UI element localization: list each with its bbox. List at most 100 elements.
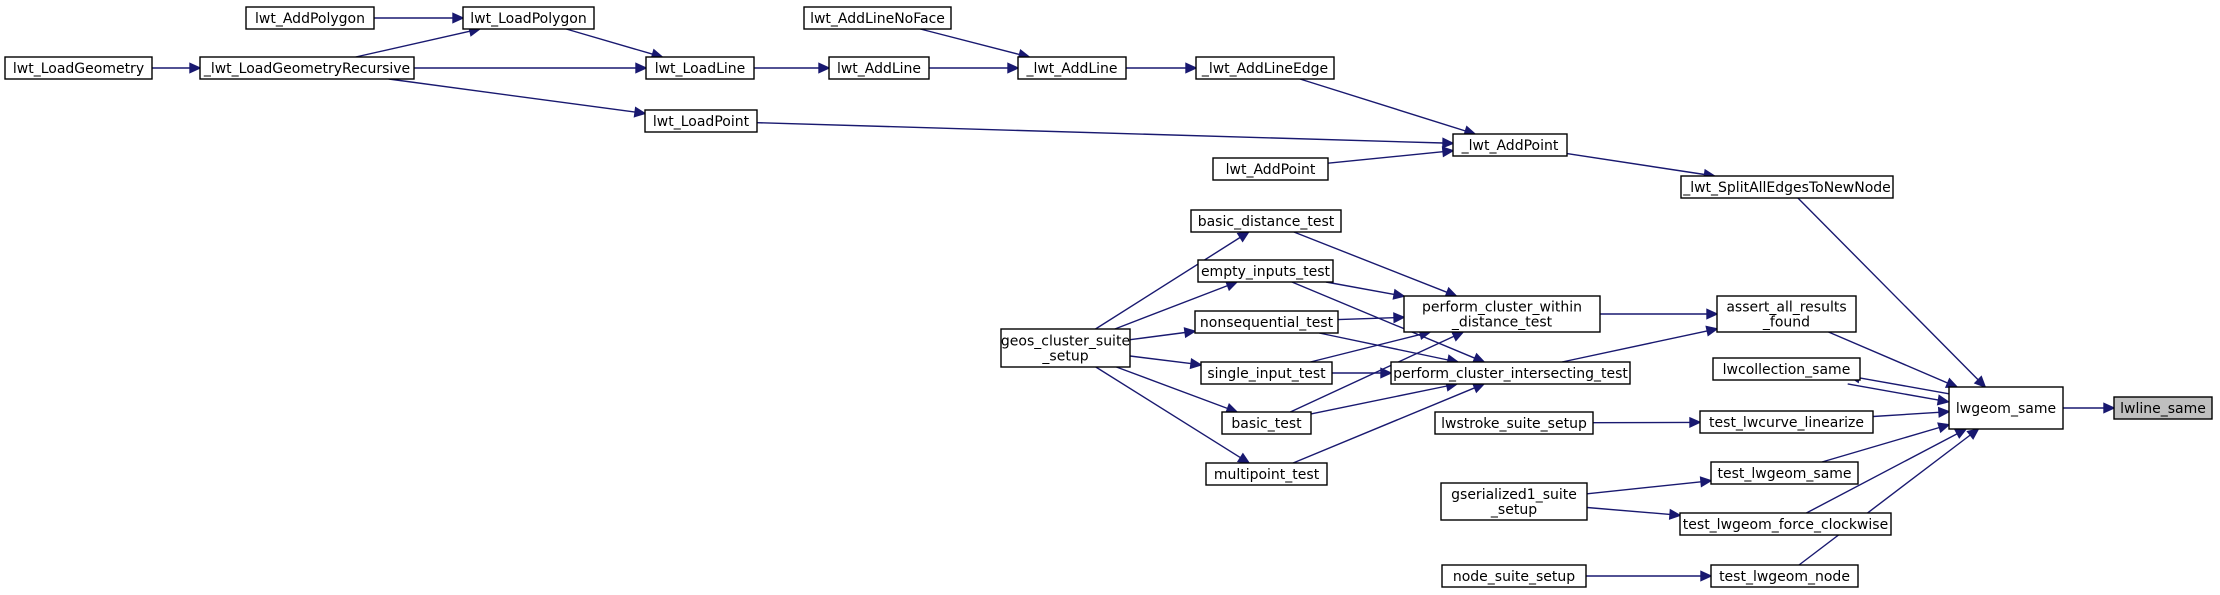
node-label: lwt_AddLineNoFace [810,11,945,27]
edges-layer [152,12,2116,582]
node-lwline-same[interactable]: lwline_same [2113,396,2213,420]
node-single-input-test[interactable]: single_input_test [1200,361,1333,385]
node-test-lwgeom-force-clockwise[interactable]: test_lwgeom_force_clockwise [1679,512,1892,536]
node-label: basic_test [1231,416,1302,432]
node-box [1403,295,1601,333]
edge-arrowhead [1973,375,1987,389]
node-lwcollection-same[interactable]: lwcollection_same [1712,357,1861,381]
node-label: multipoint_test [1214,467,1320,483]
edge-line [1847,383,1939,401]
node-box [1441,564,1587,588]
edge-arrowhead [1699,476,1713,488]
edge-arrowhead [1393,312,1406,324]
edge-lwt-loadgeometryrecursive-to-lwt-loadpoint [388,78,647,118]
edge-geos-cluster-suite-setup-to-single-input-test [1129,355,1203,370]
edge-lwt-loadpoint-to-lwt-addpoint-internal [756,122,1455,149]
edge-line [1095,366,1241,459]
edge-line [920,28,1020,56]
node-lwt-addline[interactable]: lwt_AddLine [828,56,930,80]
node-lwt-addpolygon[interactable]: lwt_AddPolygon [245,6,375,30]
edge-test-lwcurve-linearize-to-lwgeom-same [1872,406,1951,418]
node-lwt-addpoint[interactable]: lwt_AddPoint [1212,157,1329,181]
node-lwt-loadgeometry[interactable]: lwt_LoadGeometry [4,56,153,80]
edge-line [1798,434,1971,566]
edge-line [1806,433,1958,514]
node-gserialized1-suite-setup[interactable]: gserialized1_suite_setup [1440,482,1588,521]
node-lwt-addpoint-internal[interactable]: _lwt_AddPoint [1452,133,1568,157]
node-lwt-addlineedge[interactable]: _lwt_AddLineEdge [1195,56,1335,80]
node-label: lwt_LoadLine [655,61,746,77]
edge-nonsequential-test-to-perform-cluster-within-distance-test [1337,312,1406,324]
node-box [1948,386,2064,430]
node-test-lwgeom-node[interactable]: test_lwgeom_node [1710,564,1859,588]
edge-lwt-addpolygon-to-lwt-loadpolygon [374,12,465,24]
node-lwt-loadpoint[interactable]: lwt_LoadPoint [644,109,758,133]
edge-line [1327,151,1444,164]
node-multipoint-test[interactable]: multipoint_test [1205,462,1328,486]
edge-lwt-loadgeometryrecursive-to-lwt-loadpolygon [355,25,482,58]
node-box [1205,462,1328,486]
node-lwt-loadpolygon[interactable]: lwt_LoadPolygon [462,6,595,30]
node-lwt-loadline[interactable]: lwt_LoadLine [645,56,755,80]
edge-lwt-addpoint-internal-to-lwt-splitalledgestonewnode [1566,152,1717,180]
node-box [199,56,415,80]
nodes-layer: lwline_same lwgeom_same lwcollection_same _… [4,6,2213,588]
node-test-lwcurve-linearize[interactable]: test_lwcurve_linearize [1699,410,1874,434]
node-box [1017,56,1127,80]
node-lwgeom-same[interactable]: lwgeom_same [1948,386,2064,430]
edge-line [388,78,636,113]
edge-arrowhead [1380,367,1393,379]
node-nonsequential-test[interactable]: nonsequential_test [1194,310,1339,334]
edge-gserialized1-suite-setup-to-test-lwgeom-force-clockwise [1586,506,1682,520]
node-label: lwline_same [2120,401,2206,417]
edge-arrowhead [1185,62,1198,74]
edge-gserialized1-suite-setup-to-test-lwgeom-same [1586,476,1713,495]
node-lwt-loadgeometryrecursive[interactable]: _lwt_LoadGeometryRecursive [199,56,415,80]
node-box [2113,396,2213,420]
edge-line [1129,355,1192,365]
edge-arrowhead [1007,62,1020,74]
node-box [1712,357,1861,381]
edge-test-lwgeom-same-to-lwgeom-same [1821,422,1951,463]
node-label: lwt_LoadPoint [653,114,750,130]
node-empty-inputs-test[interactable]: empty_inputs_test [1197,259,1334,283]
edge-test-lwgeom-node-to-lwgeom-same [1798,427,1980,566]
node-basic-test[interactable]: basic_test [1221,411,1312,435]
node-geos-cluster-suite-setup[interactable]: geos_cluster_suite_setup [1000,328,1131,368]
edge-arrowhead [1183,327,1197,339]
edge-line [1129,331,1186,341]
node-assert-all-results-found[interactable]: assert_all_results_found [1716,295,1857,333]
node-basic-distance-test[interactable]: basic_distance_test [1190,209,1342,233]
edge-arrowhead [1936,394,1950,406]
edge-arrowhead [1705,325,1719,337]
edge-arrowhead [189,62,202,74]
edge-lwgeom-same-to-lwline-same [2063,402,2116,414]
node-lwt-splitalledgestonewnode[interactable]: _lwt_SplitAllEdgesToNewNode [1680,175,1894,199]
edge-arrowhead [1668,508,1682,520]
edge-arrowhead [1472,352,1486,364]
edge-line [1872,411,1940,418]
node-label: node_suite_setup [1453,569,1575,585]
node-test-lwgeom-same[interactable]: test_lwgeom_same [1710,461,1859,485]
node-label: perform_cluster_intersecting_test [1393,366,1628,382]
node-node-suite-setup[interactable]: node_suite_setup [1441,564,1587,588]
node-lwstroke-suite-setup[interactable]: lwstroke_suite_setup [1434,411,1594,435]
edge-line [1797,197,1979,381]
node-box [1221,411,1312,435]
node-lwt-addlinenoface[interactable]: lwt_AddLineNoFace [803,6,952,30]
node-label: test_lwgeom_node [1719,569,1850,585]
node-box [1716,295,1857,333]
node-box [645,56,755,80]
node-label: lwt_AddPolygon [255,11,365,27]
node-perform-cluster-intersecting-test[interactable]: perform_cluster_intersecting_test [1390,361,1631,385]
node-perform-cluster-within-distance-test[interactable]: perform_cluster_within_distance_test [1403,295,1601,333]
edge-line [1310,385,1448,415]
edge-geos-cluster-suite-setup-to-basic-distance-test [1095,231,1251,330]
edge-arrowhead [1966,427,1980,440]
node-box [1434,411,1594,435]
edge-line [1586,481,1702,495]
node-lwt-addline-internal[interactable]: _lwt_AddLine [1017,56,1127,80]
edge-basic-test-to-perform-cluster-intersecting-test [1310,380,1459,415]
edge-line [566,28,653,55]
edge-arrowhead [452,12,465,24]
